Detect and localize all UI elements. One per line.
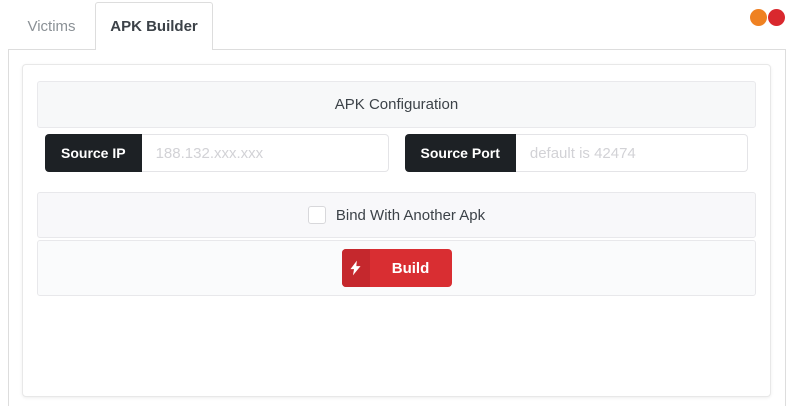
inputs-row: Source IP Source Port [37,134,756,172]
source-port-group: Source Port [404,134,748,172]
panel-header: APK Configuration [37,81,756,128]
source-ip-input[interactable] [141,134,389,172]
source-port-input[interactable] [515,134,748,172]
build-row: Build [37,240,756,296]
panel-title: APK Configuration [334,96,459,113]
red-dot-icon [768,9,785,26]
source-port-label: Source Port [404,134,516,172]
source-ip-label: Source IP [45,134,142,172]
build-button-label: Build [391,259,430,277]
tab-apk-builder[interactable]: APK Builder [95,2,213,50]
tab-victims[interactable]: Victims [27,17,76,35]
window-dots [750,9,785,26]
apk-builder-card: APK Configuration Source IP Source Port … [22,64,771,397]
bind-apk-checkbox[interactable] [307,206,326,224]
lightning-bolt-icon [341,249,370,287]
orange-dot-icon [750,9,767,26]
tab-bar: Victims APK Builder [0,0,793,50]
bind-apk-row: Bind With Another Apk [37,192,756,238]
build-button[interactable]: Build [341,249,452,287]
source-ip-group: Source IP [45,134,389,172]
bind-apk-label: Bind With Another Apk [335,206,486,224]
apk-builder-pane: APK Configuration Source IP Source Port … [8,49,786,406]
